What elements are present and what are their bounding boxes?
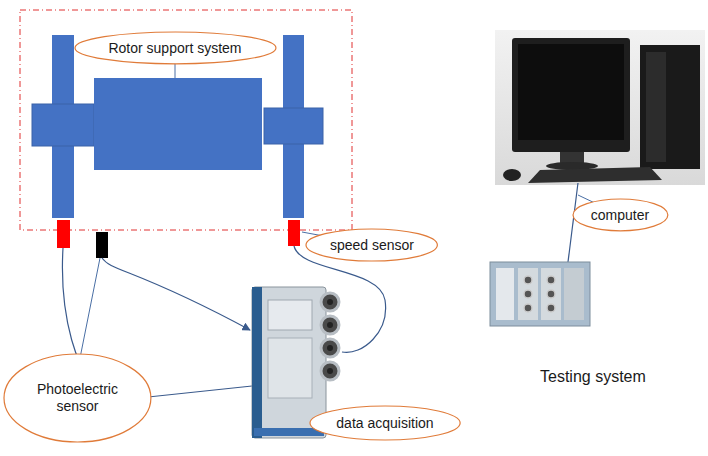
speed-sensor-left bbox=[57, 220, 70, 248]
signal-wire bbox=[102, 258, 250, 330]
callout-text: computer bbox=[591, 207, 649, 224]
label-ellipse: speed sensor bbox=[305, 228, 438, 262]
label-ellipse: Rotor support system bbox=[74, 31, 277, 65]
label-ellipse: data acquisition bbox=[309, 405, 461, 441]
label-ellipse: computer bbox=[572, 198, 669, 232]
system-boundary bbox=[20, 10, 352, 230]
photoelectric-sensor bbox=[96, 232, 108, 258]
speed-sensor-right bbox=[288, 220, 300, 246]
daq-chassis-photo bbox=[490, 262, 590, 326]
callout-text: Photoelectric sensor bbox=[30, 381, 125, 415]
system-label: Testing system bbox=[540, 368, 646, 385]
right-shaft bbox=[264, 108, 323, 144]
callout-text: data acquisition bbox=[336, 415, 433, 432]
callout-text: Rotor support system bbox=[108, 40, 241, 57]
usb-cable bbox=[568, 183, 578, 262]
label-ellipse: Photoelectric sensor bbox=[3, 353, 152, 443]
computer-photo bbox=[495, 30, 705, 185]
left-shaft bbox=[32, 104, 94, 146]
rotor-disk bbox=[94, 78, 262, 170]
callout-text: speed sensor bbox=[330, 237, 414, 254]
